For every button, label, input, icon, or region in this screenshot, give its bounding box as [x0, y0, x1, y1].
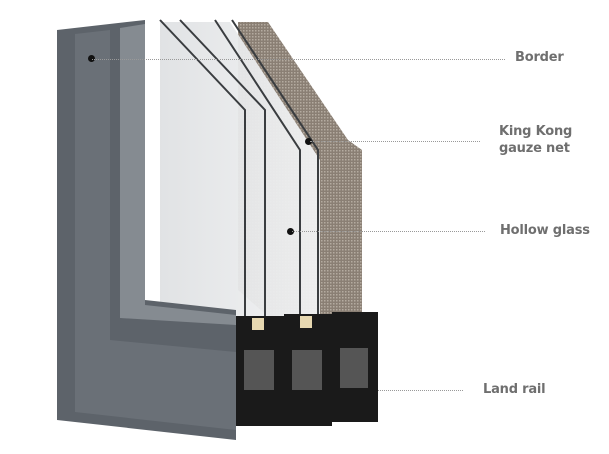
border-leader-line	[92, 59, 505, 60]
land-rail	[236, 312, 378, 426]
border-marker	[88, 55, 95, 62]
hollow-glass-leader-line	[292, 231, 485, 232]
gauze-leader-line	[310, 141, 480, 142]
hollow-glass	[160, 22, 320, 318]
label-hollow-glass: Hollow glass	[500, 223, 590, 238]
label-land-rail: Land rail	[483, 382, 546, 397]
label-border: Border	[515, 50, 564, 65]
gauze-marker	[305, 138, 312, 145]
label-gauze-line2: gauze net	[499, 141, 570, 156]
hollow-glass-marker	[287, 228, 294, 235]
label-gauze-line1: King Kong	[499, 124, 573, 139]
land-rail-leader-line	[378, 390, 463, 391]
label-gauze-net: King Kong gauze net	[499, 123, 572, 157]
